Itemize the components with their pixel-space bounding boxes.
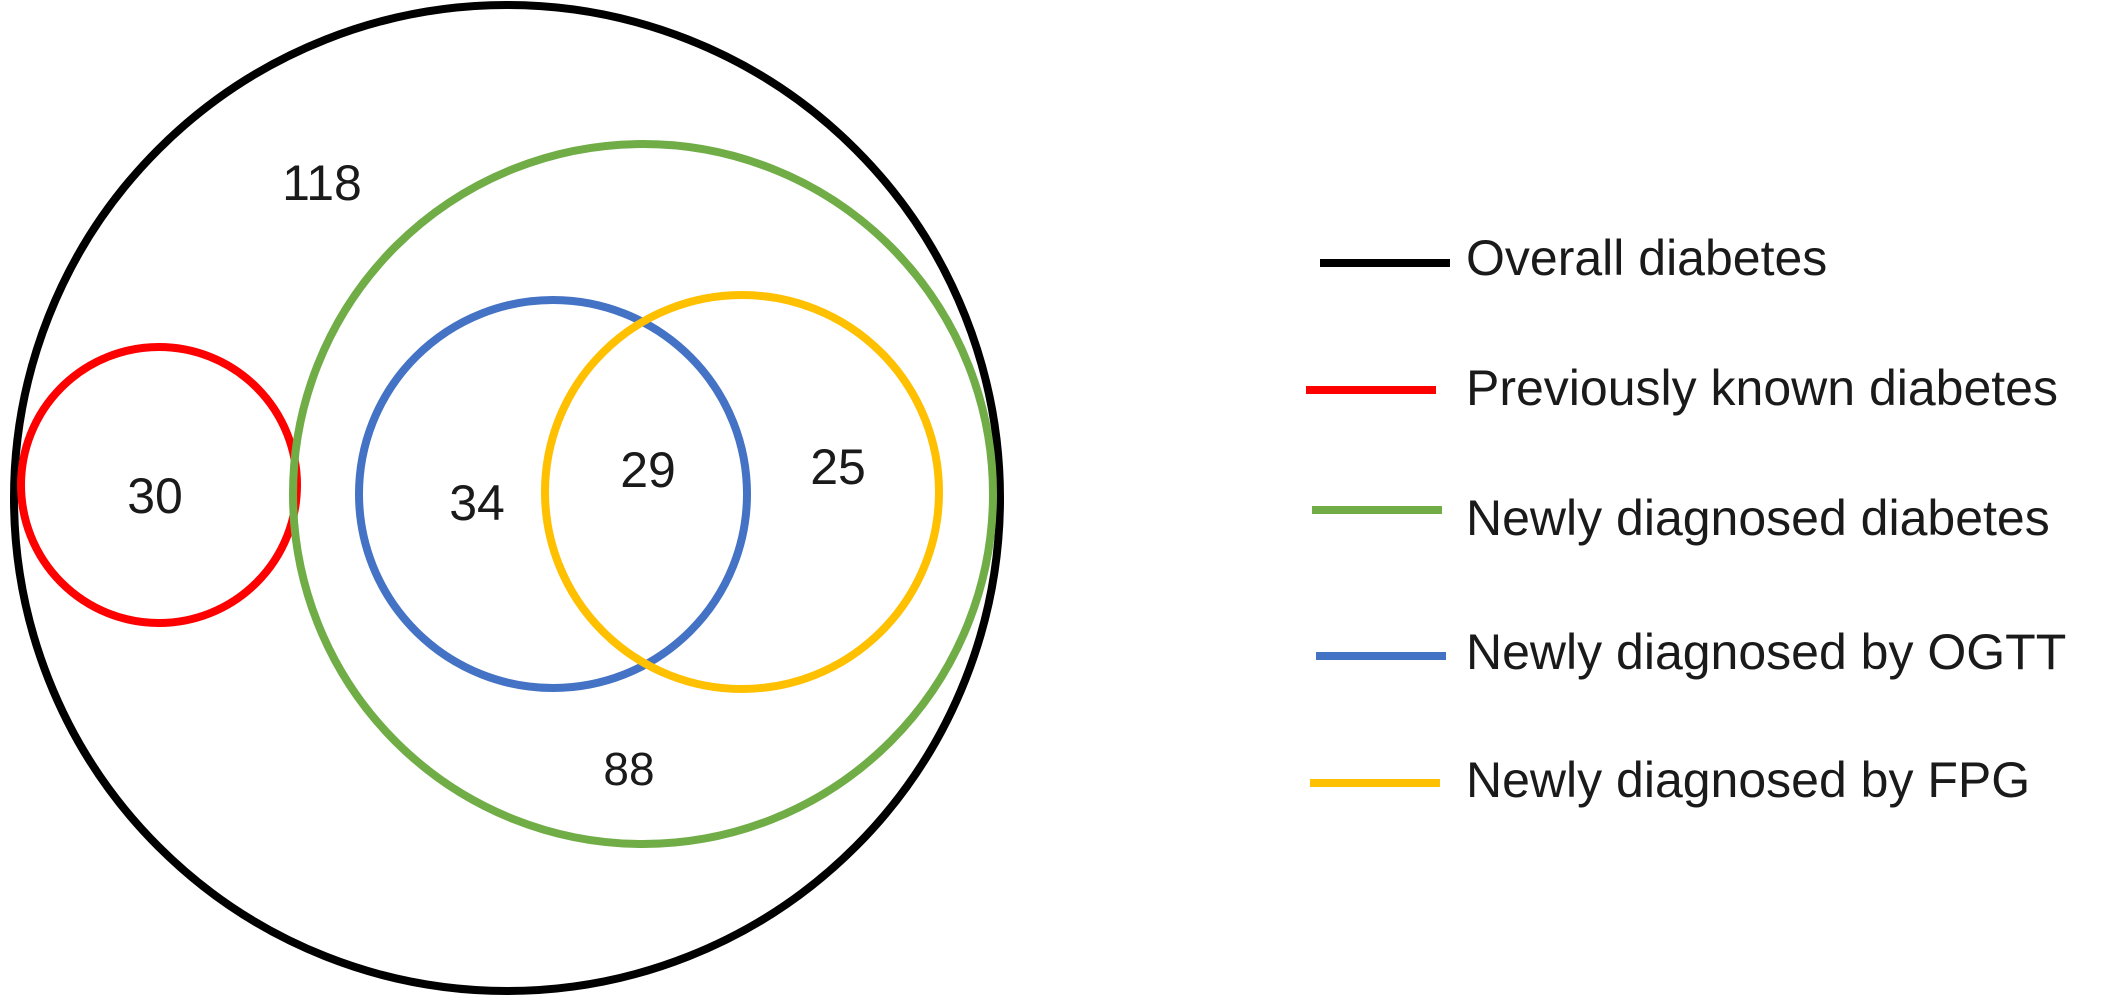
legend-item-ogtt: Newly diagnosed by OGTT (1316, 624, 2066, 680)
legend-item-overall: Overall diabetes (1320, 230, 1827, 286)
count-ogtt-and-fpg: 29 (620, 442, 676, 498)
count-overall-only: 118 (282, 155, 362, 211)
newly-diagnosed-diabetes-circle (289, 140, 997, 848)
legend-label-known: Previously known diabetes (1466, 360, 2058, 416)
count-fpg-only: 25 (810, 439, 866, 495)
legend-label-overall: Overall diabetes (1466, 230, 1827, 286)
overall-diabetes-circle (10, 1, 1004, 995)
legend-label-fpg: Newly diagnosed by FPG (1466, 752, 2030, 808)
legend-item-known: Previously known diabetes (1306, 360, 2058, 416)
legend-item-fpg: Newly diagnosed by FPG (1310, 752, 2030, 808)
legend: Overall diabetes Previously known diabet… (1306, 230, 2066, 808)
count-newly-diagnosed-only: 88 (603, 743, 654, 795)
count-ogtt-only: 34 (449, 475, 505, 531)
legend-label-newly: Newly diagnosed diabetes (1466, 490, 2050, 546)
newly-diagnosed-by-fpg-circle (541, 291, 943, 693)
count-previously-known: 30 (127, 468, 183, 524)
newly-diagnosed-by-ogtt-circle (355, 296, 751, 692)
legend-label-ogtt: Newly diagnosed by OGTT (1466, 624, 2066, 680)
legend-item-newly: Newly diagnosed diabetes (1312, 490, 2050, 546)
